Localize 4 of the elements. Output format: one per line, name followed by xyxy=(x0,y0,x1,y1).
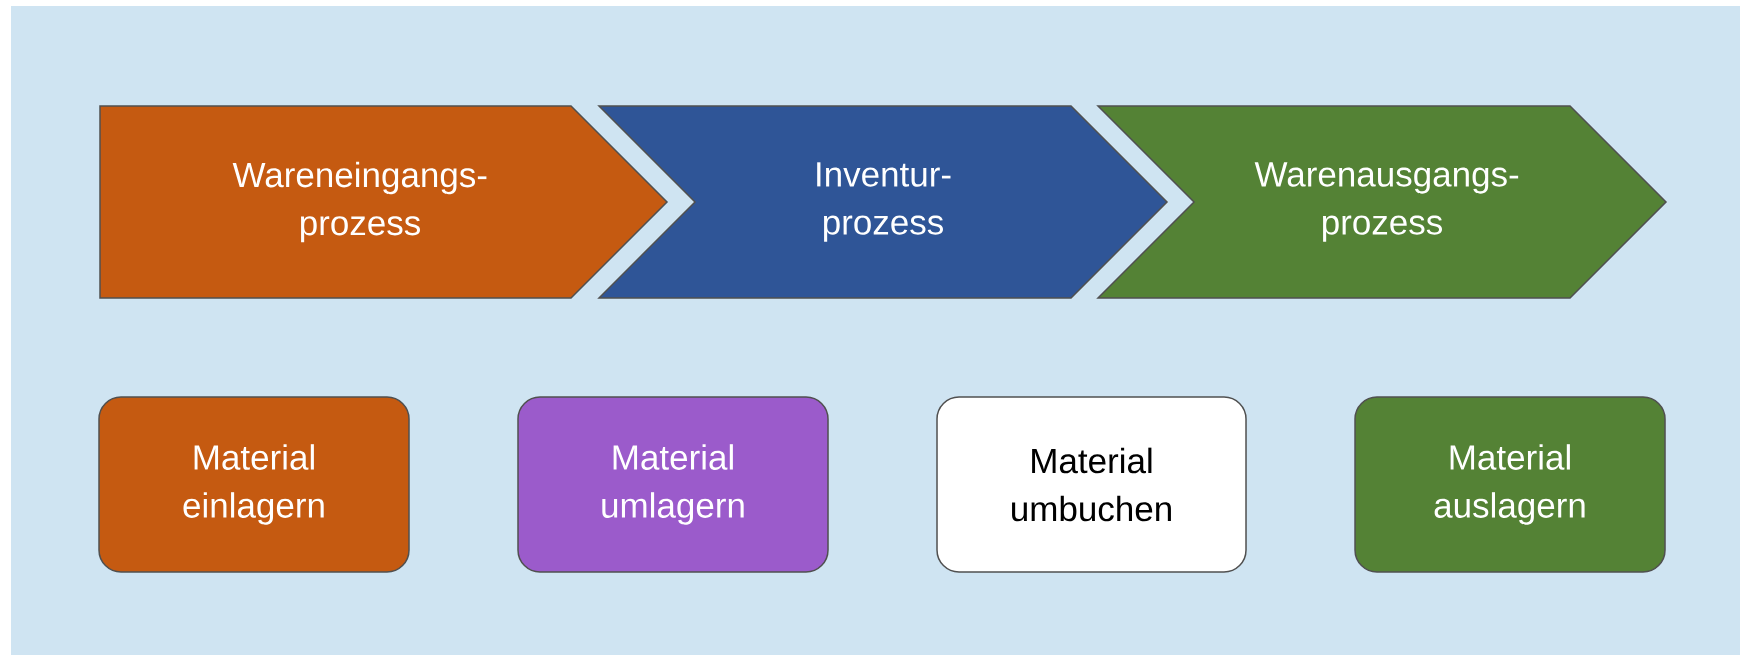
process-box: Material auslagern xyxy=(1354,396,1666,573)
process-box: Material umbuchen xyxy=(936,396,1247,573)
process-box: Material einlagern xyxy=(98,396,410,573)
process-box: Material umlagern xyxy=(517,396,829,573)
